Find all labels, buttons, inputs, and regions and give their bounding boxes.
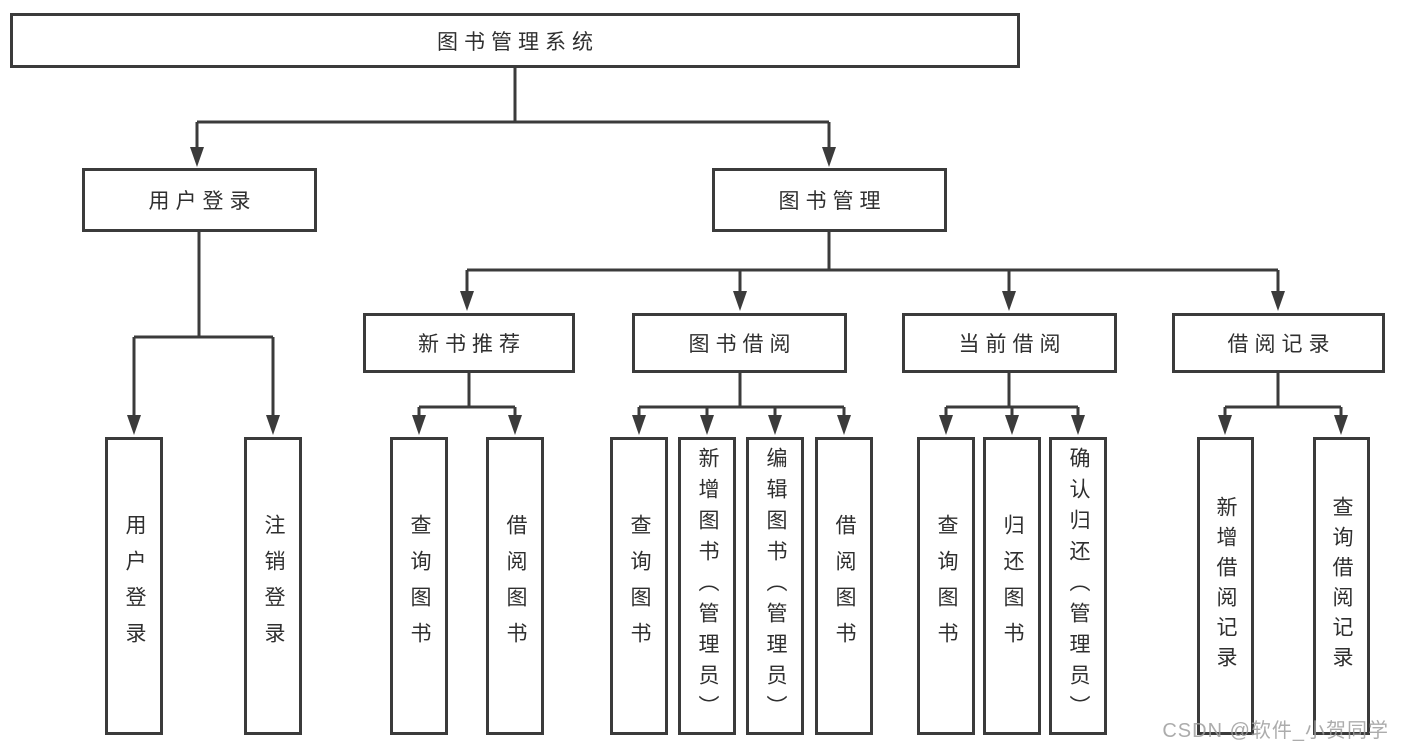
- node-new-book-recommend: 新书推荐: [363, 313, 575, 373]
- leaf-borrow-books-recommend: 借阅图书: [486, 437, 544, 735]
- leaf-user-login: 用户登录: [105, 437, 163, 735]
- node-label: 图书管理系统: [437, 30, 599, 54]
- node-label: 用户登录: [148, 190, 257, 213]
- leaf-query-books-recommend: 查询图书: [390, 437, 448, 735]
- leaf-confirm-return-admin: 确认归还（管理员）: [1049, 437, 1107, 735]
- leaf-borrow-books-borrowing: 借阅图书: [815, 437, 873, 735]
- node-label: 当前借阅: [958, 333, 1067, 356]
- leaf-return-books: 归还图书: [983, 437, 1041, 735]
- leaf-query-books-borrowing: 查询图书: [610, 437, 668, 735]
- node-user-login: 用户登录: [82, 168, 317, 232]
- node-book-borrowing: 图书借阅: [632, 313, 847, 373]
- leaf-add-books-admin: 新增图书（管理员）: [678, 437, 736, 735]
- arrowhead-icons: [127, 147, 1348, 435]
- leaf-query-borrow-record: 查询借阅记录: [1313, 437, 1370, 735]
- leaf-query-books-current: 查询图书: [917, 437, 975, 735]
- node-library-management-system: 图书管理系统: [10, 13, 1020, 68]
- leaf-logout: 注销登录: [244, 437, 302, 735]
- leaf-add-borrow-record: 新增借阅记录: [1197, 437, 1254, 735]
- node-label: 图书借阅: [688, 333, 797, 356]
- node-label: 借阅记录: [1227, 333, 1336, 356]
- node-borrowing-records: 借阅记录: [1172, 313, 1385, 373]
- node-label: 新书推荐: [418, 333, 526, 356]
- leaf-edit-books-admin: 编辑图书（管理员）: [746, 437, 804, 735]
- node-current-borrowing: 当前借阅: [902, 313, 1117, 373]
- node-label: 图书管理: [778, 190, 887, 213]
- node-book-management: 图书管理: [712, 168, 947, 232]
- csdn-watermark: CSDN @软件_小贺同学: [1162, 720, 1389, 742]
